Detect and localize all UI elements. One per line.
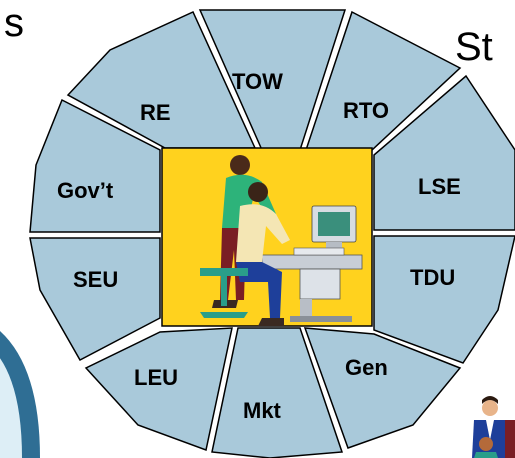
- segment-mkt[interactable]: [211, 327, 344, 458]
- right-heading-fragment: St: [455, 25, 493, 69]
- segment-leu[interactable]: [84, 327, 233, 452]
- label-seu: SEU: [73, 267, 118, 292]
- label-govt: Gov’t: [57, 178, 114, 203]
- segment-govt[interactable]: [29, 98, 161, 233]
- segment-re[interactable]: [66, 11, 257, 149]
- segment-wheel: [29, 9, 515, 458]
- segment-gen[interactable]: [303, 327, 462, 449]
- label-lse: LSE: [418, 174, 461, 199]
- segment-seu[interactable]: [29, 237, 161, 362]
- left-edge-shape: [0, 331, 40, 458]
- computer-icon: [293, 205, 357, 256]
- office-chair-icon: [200, 268, 248, 318]
- segment-lse[interactable]: [373, 74, 515, 231]
- left-heading-fragment: s: [4, 1, 24, 45]
- label-mkt: Mkt: [243, 398, 282, 423]
- label-tow: TOW: [232, 69, 283, 94]
- label-re: RE: [140, 100, 171, 125]
- label-gen: Gen: [345, 355, 388, 380]
- business-people-icon: [472, 396, 515, 458]
- segment-tdu[interactable]: [373, 235, 515, 364]
- label-rto: RTO: [343, 98, 389, 123]
- label-tdu: TDU: [410, 265, 455, 290]
- label-leu: LEU: [134, 365, 178, 390]
- center-clipart: [161, 147, 373, 327]
